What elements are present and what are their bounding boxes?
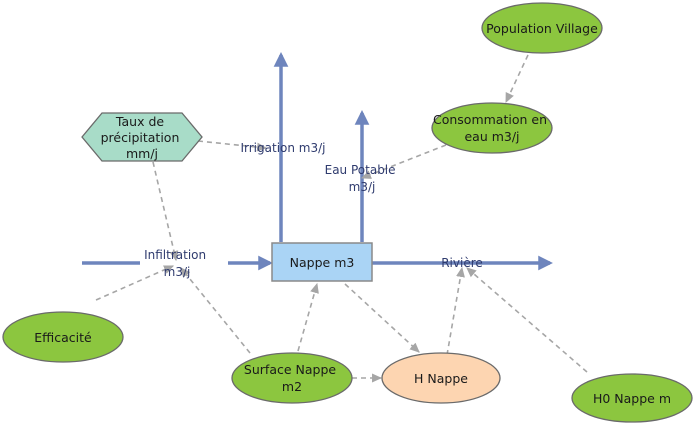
h0-nappe-label: H0 Nappe m	[593, 391, 671, 406]
nappe-stock-label: Nappe m3	[290, 255, 355, 270]
link-surface-infiltration	[180, 267, 251, 354]
efficacite-node[interactable]	[2, 311, 124, 363]
population-village-node[interactable]	[481, 2, 603, 54]
link-population-consommation	[505, 54, 529, 104]
riviere-label: Rivière	[441, 256, 483, 270]
efficacite-label: Efficacité	[34, 330, 92, 345]
link-efficacite-infiltration	[95, 265, 175, 301]
surface-nappe-label: Surface Nappe m2	[244, 362, 340, 394]
nappe-stock[interactable]	[271, 242, 373, 282]
link-consommation-eau-potable	[360, 144, 447, 179]
h-nappe-label: H Nappe	[414, 371, 468, 386]
link-nappe-hnappe	[344, 283, 420, 353]
taux-precipitation-label: Taux de précipitation mm/j	[101, 114, 184, 161]
h0-nappe-node[interactable]	[571, 373, 693, 423]
taux-precipitation-node[interactable]	[81, 112, 203, 162]
link-h0nappe-riviere	[466, 267, 588, 373]
link-surface-nappe	[297, 282, 319, 352]
consommation-label: Consommation en eau m3/j	[433, 112, 551, 144]
infiltration-label: Infiltration m3/j	[144, 248, 210, 279]
surface-nappe-node[interactable]	[231, 352, 353, 404]
link-taux-irrigation	[197, 140, 268, 152]
h-nappe-node[interactable]	[381, 352, 501, 404]
eau-potable-label: Eau Potable m3/j	[325, 163, 400, 194]
link-taux-infiltration	[152, 161, 179, 262]
consommation-node[interactable]	[431, 102, 553, 154]
link-hnappe-riviere	[446, 266, 465, 356]
population-village-label: Population Village	[486, 21, 598, 36]
irrigation-label: Irrigation m3/j	[240, 141, 325, 155]
